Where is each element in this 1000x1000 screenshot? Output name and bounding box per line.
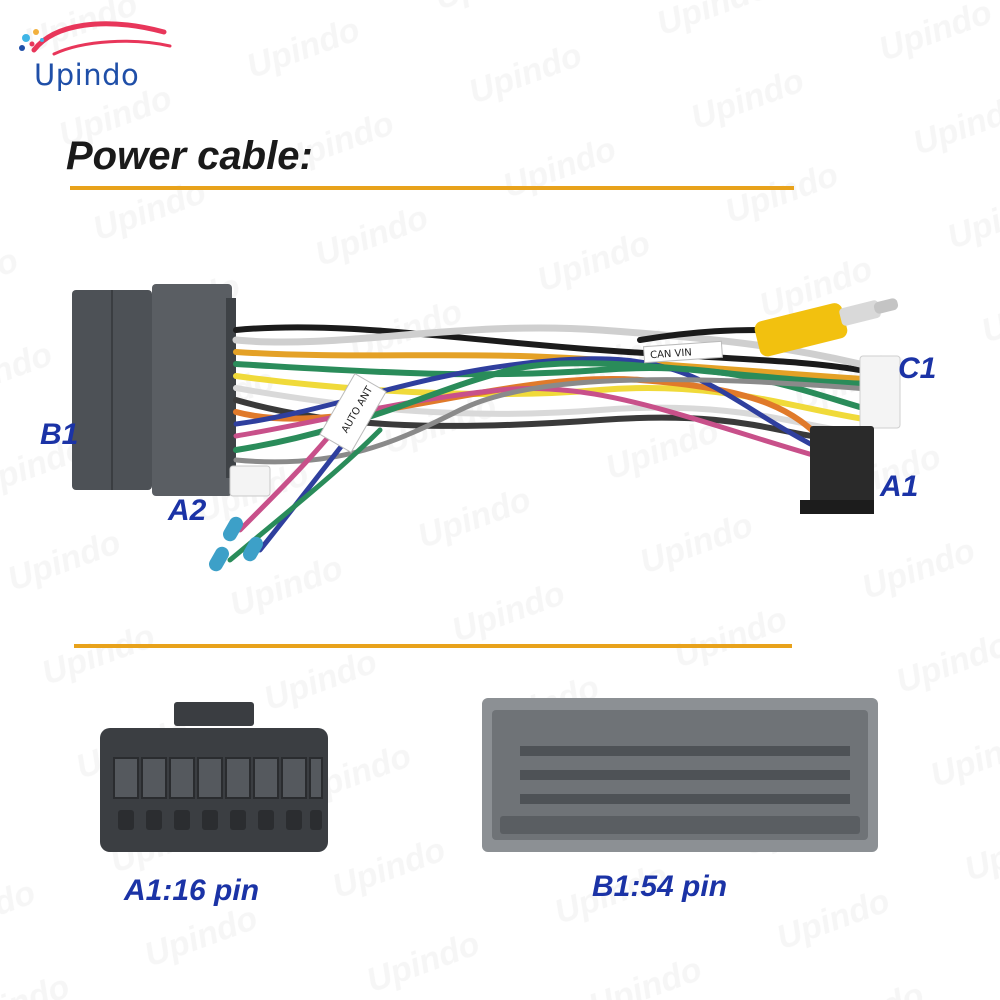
a1-16-pin-face bbox=[100, 702, 328, 852]
caption-b1: B1:54 pin bbox=[592, 870, 728, 903]
caption-a1: A1:16 pin bbox=[124, 874, 260, 907]
c1-connector bbox=[859, 355, 901, 429]
a1-connector bbox=[800, 426, 874, 514]
b1-54-pin-face bbox=[482, 698, 878, 852]
label-a1: A1 bbox=[880, 470, 919, 503]
label-b1: B1 bbox=[40, 418, 79, 451]
wire-bundle bbox=[227, 324, 883, 563]
power-cable-photo: AUTO ANT CAN VIN bbox=[72, 284, 901, 572]
car-swoosh-icon bbox=[19, 21, 172, 56]
section-rule bbox=[74, 644, 792, 648]
label-a2: A2 bbox=[168, 494, 207, 527]
brand-logo bbox=[14, 10, 184, 105]
brand-name: Upindo bbox=[34, 58, 140, 92]
page-heading: Power cable: bbox=[66, 134, 313, 178]
tag-can-vin: CAN VIN bbox=[650, 347, 692, 361]
bullet-terminals bbox=[209, 516, 263, 572]
label-c1: C1 bbox=[898, 352, 937, 385]
heading-rule bbox=[70, 186, 794, 190]
a2-connector bbox=[229, 465, 271, 497]
rca-connector bbox=[754, 298, 899, 357]
b1-connector bbox=[72, 284, 236, 496]
